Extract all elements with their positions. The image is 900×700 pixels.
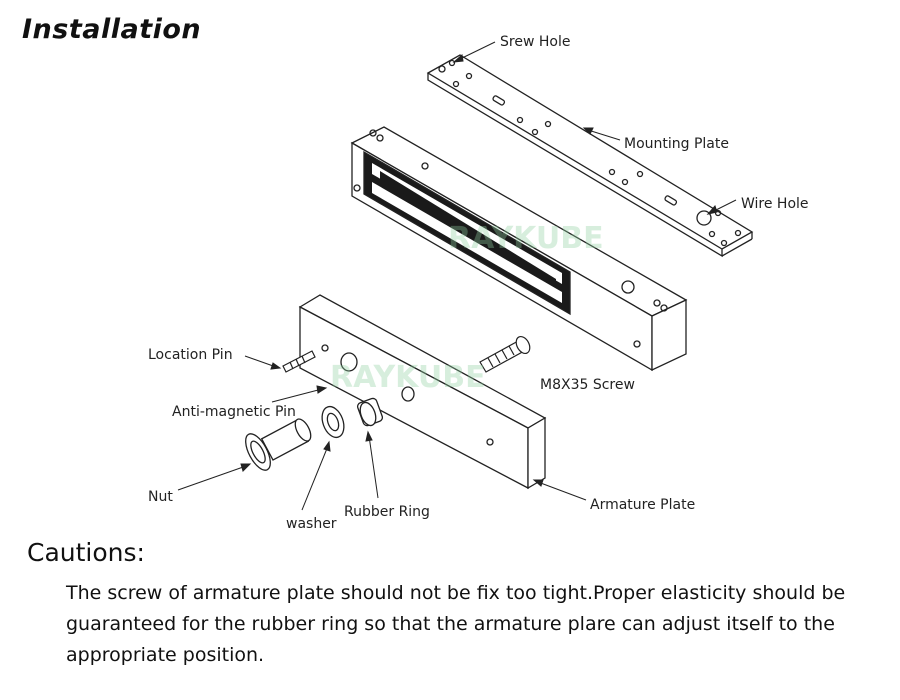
armature-plate (298, 294, 547, 490)
m8x35-screw (479, 335, 531, 373)
magnet-body (350, 126, 688, 372)
label-armature-plate: Armature Plate (590, 497, 695, 513)
label-washer: washer (286, 516, 337, 532)
label-screw-hole: Srew Hole (500, 34, 570, 50)
installation-diagram: RAYKUBE RAYKUBE Srew Hole Mounting Plate… (148, 34, 809, 532)
nut (245, 418, 312, 471)
cautions-text: The screw of armature plate should not b… (66, 582, 846, 666)
washer (321, 405, 345, 439)
page-title: Installation (22, 14, 202, 45)
rubber-ring (356, 397, 384, 427)
watermark-2: RAYKUBE (330, 360, 486, 395)
label-wire-hole: Wire Hole (741, 196, 809, 212)
watermark: RAYKUBE (448, 221, 604, 256)
location-pin (282, 350, 316, 373)
label-rubber-ring: Rubber Ring (344, 504, 430, 520)
label-nut: Nut (148, 489, 173, 505)
label-m8x35-screw: M8X35 Screw (540, 377, 635, 393)
leader-lines (177, 41, 737, 511)
label-location-pin: Location Pin (148, 347, 233, 363)
cautions-heading: Cautions: (27, 538, 145, 567)
mounting-plate (426, 54, 754, 258)
label-anti-magnetic-pin: Anti-magnetic Pin (172, 404, 296, 420)
label-mounting-plate: Mounting Plate (624, 136, 729, 152)
